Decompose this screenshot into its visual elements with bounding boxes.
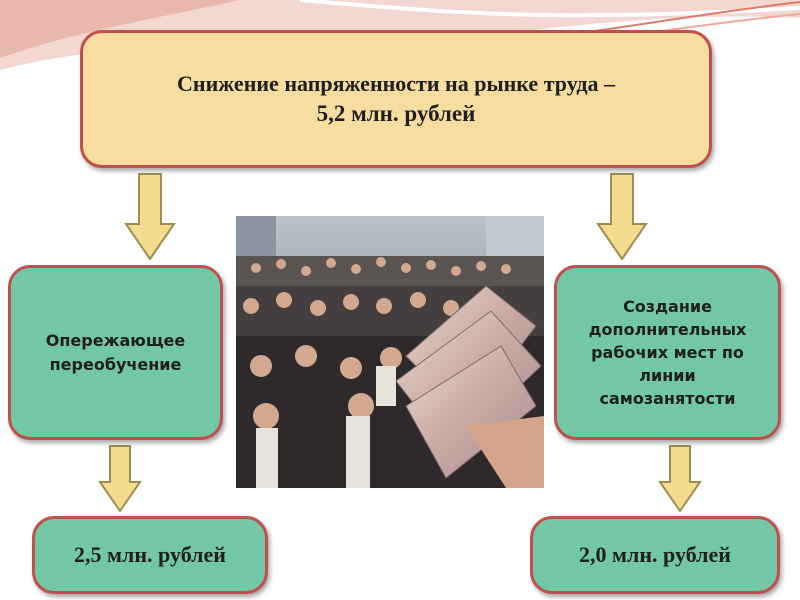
- retraining-amount: 2,5 млн. рублей: [74, 542, 226, 568]
- self-employment-amount: 2,0 млн. рублей: [579, 542, 731, 568]
- self-employment-amount-box: 2,0 млн. рублей: [530, 516, 780, 594]
- down-arrow-left-top: [124, 173, 176, 261]
- self-employment-line-3: рабочих мест по: [591, 342, 744, 362]
- self-employment-line-5: самозанятости: [599, 389, 736, 409]
- down-arrow-right-top: [596, 173, 648, 261]
- top-summary-box: Снижение напряженности на рынке труда – …: [80, 30, 712, 168]
- top-box-title: Снижение напряженности на рынке труда –: [177, 70, 615, 96]
- down-arrow-left-bottom: [98, 445, 142, 513]
- top-box-total: 5,2 млн. рублей: [316, 101, 476, 127]
- self-employment-box: Создание дополнительных рабочих мест по …: [554, 265, 781, 440]
- retraining-box: Опережающее переобучение: [8, 265, 223, 440]
- self-employment-line-2: дополнительных: [588, 319, 747, 339]
- retraining-line-1: Опережающее: [45, 331, 186, 351]
- self-employment-line-1: Создание: [623, 296, 712, 316]
- self-employment-line-4: линии: [639, 366, 696, 386]
- retraining-line-2: переобучение: [49, 354, 182, 374]
- down-arrow-right-bottom: [658, 445, 702, 513]
- crowd-and-money-photo: [236, 216, 544, 488]
- retraining-amount-box: 2,5 млн. рублей: [32, 516, 268, 594]
